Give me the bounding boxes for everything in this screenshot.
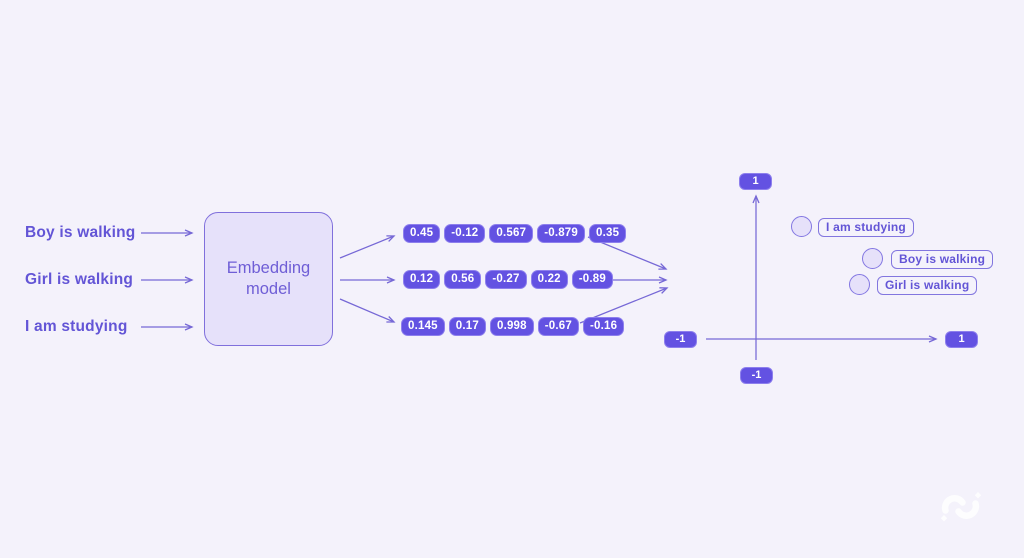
x-axis-max-tick: 1 [945,331,978,348]
embedding-model-label: Embedding model [226,259,311,298]
vector-value: -0.12 [444,224,486,243]
vector-value: -0.27 [485,270,527,289]
swirl-logo-icon [940,492,982,522]
point-girl-is-walking [849,274,870,295]
point-label-i-am-studying: I am studying [818,218,914,237]
point-label-girl-is-walking: Girl is walking [877,276,978,295]
vector-value: 0.22 [530,270,568,289]
point-boy-is-walking [862,248,883,269]
vector-value: -0.16 [582,317,625,336]
x-axis-min-tick: -1 [664,331,697,348]
vector-value: 0.12 [403,270,441,289]
vector-row-3: 0.145 0.17 0.998 -0.67 -0.16 [401,317,625,336]
vector-row-2: 0.12 0.56 -0.27 0.22 -0.89 [403,270,613,289]
vector-row-1: 0.45 -0.12 0.567 -0.879 0.35 [403,224,627,243]
y-axis-max-tick: 1 [739,173,772,190]
embedding-model-box: Embedding model [204,212,333,346]
point-i-am-studying [791,216,812,237]
arrow-model-vector-3 [339,298,396,323]
vector-value: 0.35 [589,224,627,243]
y-axis-min-tick: -1 [740,367,773,384]
vector-value: 0.145 [401,317,445,336]
point-label-boy-is-walking: Boy is walking [891,250,994,269]
vector-value: 0.56 [444,270,482,289]
vector-value: 0.567 [489,224,534,243]
vector-value: -0.879 [537,224,585,243]
vector-value: 0.45 [403,224,441,243]
vector-value: 0.17 [448,317,486,336]
input-sentence-3: I am studying [25,318,128,335]
arrow-model-vector-1 [339,235,396,259]
vector-value: -0.67 [537,317,579,336]
vector-value: -0.89 [571,270,613,289]
vector-value: 0.998 [489,317,534,336]
input-sentence-1: Boy is walking [25,224,136,241]
input-sentence-2: Girl is walking [25,271,134,288]
